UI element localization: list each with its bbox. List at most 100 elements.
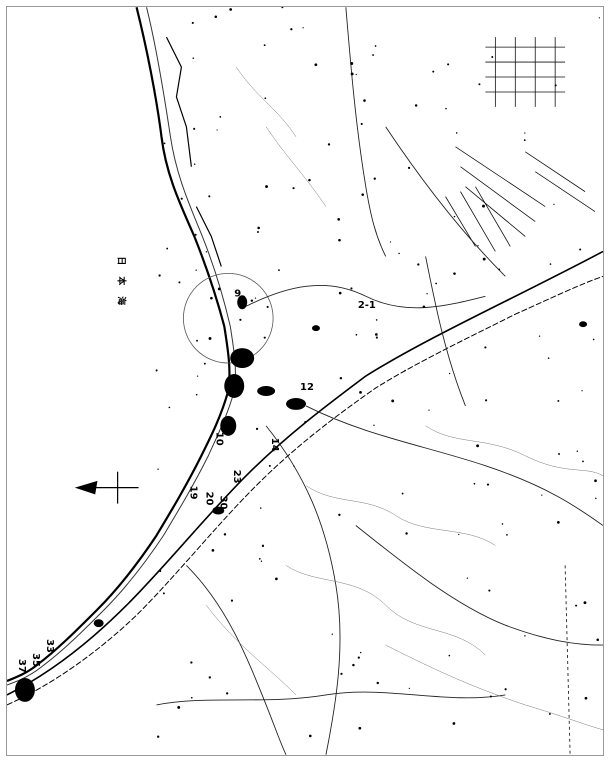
map-dot	[308, 734, 312, 738]
map-dot	[230, 599, 234, 602]
map-dot	[327, 143, 331, 146]
map-dot	[338, 513, 341, 517]
map-dot	[260, 507, 262, 509]
map-dot	[257, 226, 260, 230]
map-dot	[504, 688, 507, 691]
map-dot	[229, 8, 233, 11]
map-dot	[357, 656, 360, 659]
map-dot	[219, 115, 222, 118]
map-dot	[375, 336, 378, 339]
map-dot	[360, 651, 362, 654]
map-dot	[361, 193, 365, 196]
map-dot	[389, 241, 392, 243]
map-dot	[558, 452, 561, 455]
inland-roads	[156, 7, 603, 755]
map-dot	[584, 696, 588, 700]
map-dot	[372, 54, 374, 56]
map-dot	[239, 318, 242, 321]
map-dot	[278, 269, 280, 272]
site-19: 19	[187, 486, 198, 500]
map-dot	[261, 544, 265, 548]
map-dot	[598, 17, 601, 19]
map-dot	[350, 287, 353, 290]
map-dot	[485, 399, 488, 402]
map-dot	[210, 296, 213, 300]
map-dot	[155, 369, 158, 372]
map-dot	[159, 570, 162, 573]
map-dot	[486, 483, 490, 486]
north-arrow-icon	[74, 471, 139, 504]
map-dot	[422, 305, 426, 309]
map-dot	[358, 726, 362, 730]
map-dot	[264, 97, 267, 100]
map-dot	[350, 72, 354, 76]
map-dot	[506, 534, 508, 536]
map-dot	[408, 687, 410, 689]
map-dot	[414, 104, 418, 107]
map-dot	[473, 482, 476, 485]
map-dot	[596, 638, 599, 642]
map-dot	[373, 177, 376, 180]
highway	[7, 250, 603, 696]
map-dot	[538, 335, 541, 337]
map-dot	[376, 681, 379, 685]
map-dot	[426, 293, 428, 295]
map-dot	[476, 444, 480, 448]
map-dot	[193, 127, 196, 130]
coastline	[7, 7, 231, 683]
map-dot	[398, 252, 400, 255]
map-dot	[191, 21, 194, 24]
town-blocks	[14, 295, 588, 702]
map-dot	[214, 15, 218, 18]
map-dot	[196, 375, 199, 377]
map-dot	[308, 178, 311, 182]
map-dot	[482, 257, 486, 261]
map-dot	[375, 333, 378, 336]
sea-label: 日 本 海	[116, 256, 128, 305]
map-dot	[193, 163, 196, 165]
map-dot	[579, 248, 582, 251]
map-dot	[338, 238, 341, 242]
map-dot	[195, 393, 198, 396]
map-dot	[374, 45, 377, 47]
map-dot	[435, 282, 438, 285]
map-dot	[524, 132, 526, 134]
site-9: 9	[234, 288, 241, 299]
railway	[7, 275, 603, 706]
contours	[206, 66, 603, 731]
map-dot	[263, 44, 266, 47]
map-dot	[292, 187, 295, 190]
site-23: 23	[231, 470, 242, 484]
map-dot	[250, 299, 254, 302]
map-dot	[488, 589, 491, 592]
map-dot	[208, 676, 212, 679]
map-dot	[211, 548, 215, 552]
topographic-map[interactable]: 日 本 海 2-1 9 10 12 14 19 20 23 30 33 35 3…	[7, 7, 603, 755]
site-33: 33	[44, 639, 55, 653]
map-dot	[331, 633, 333, 635]
map-dot	[205, 251, 208, 253]
map-dot	[290, 28, 293, 31]
map-dot	[432, 70, 435, 73]
map-dot	[592, 338, 595, 341]
map-frame: 日 本 海 2-1 9 10 12 14 19 20 23 30 33 35 3…	[6, 6, 604, 756]
sea-label-char: 日	[116, 256, 127, 265]
map-dot	[575, 604, 578, 607]
map-dot	[576, 450, 579, 452]
map-dot	[489, 695, 492, 698]
coastal-settlement	[165, 36, 222, 267]
map-dot	[452, 722, 456, 725]
map-dot	[223, 533, 227, 536]
coastline-inner	[7, 7, 236, 686]
map-dot	[391, 399, 395, 403]
map-dot	[359, 390, 362, 394]
map-dot	[355, 73, 357, 76]
map-dot	[549, 263, 552, 265]
map-dot	[453, 272, 456, 275]
map-dot	[582, 460, 584, 463]
map-dot	[557, 399, 560, 402]
map-dot	[168, 406, 171, 409]
map-dot	[482, 204, 485, 208]
map-dot	[401, 492, 404, 495]
map-dot	[304, 420, 307, 424]
